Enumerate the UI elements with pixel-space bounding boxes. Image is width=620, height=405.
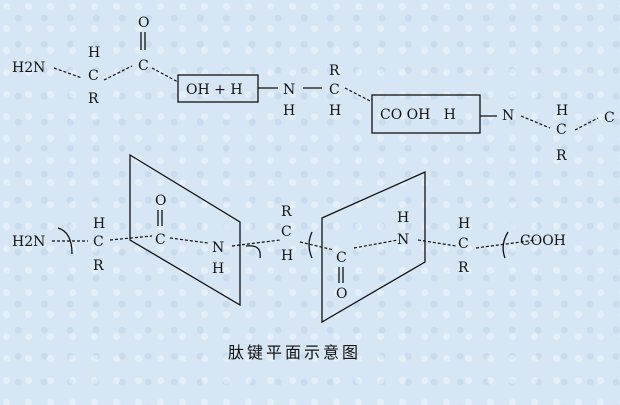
atom: C <box>155 232 166 248</box>
atom: C <box>556 122 567 138</box>
atom: R <box>556 148 567 164</box>
condensation-reaction: H2N H C R O C OH + H N H R C H CO OH H N… <box>12 15 615 164</box>
atom: O <box>138 15 149 31</box>
peptide-plane-right <box>321 170 426 324</box>
atom: C <box>93 234 104 250</box>
atom: N <box>397 232 409 248</box>
water-box <box>371 94 481 134</box>
peptide-plane-left <box>129 153 241 307</box>
rotation-arrow-icon <box>502 231 509 259</box>
atom: H <box>329 103 341 119</box>
atom: H <box>88 45 100 61</box>
atom: N <box>502 108 514 124</box>
atom: H <box>281 248 293 264</box>
atom: H <box>458 216 470 232</box>
box-text: OH + H <box>186 82 243 98</box>
atom: O <box>155 193 166 209</box>
atom: R <box>88 91 99 107</box>
atom: H <box>283 103 295 119</box>
carboxyl-group: COOH <box>520 233 566 249</box>
atom: R <box>329 63 340 79</box>
atom: R <box>93 258 104 274</box>
atom: C <box>604 110 615 126</box>
atom: H <box>212 261 224 277</box>
atom: H <box>397 210 409 226</box>
peptide-plane-schematic: H2N H C R O C N H R C H C O H N H C R CO… <box>12 153 566 324</box>
atom: R <box>458 260 469 276</box>
atom: H <box>93 216 105 232</box>
atom: C <box>88 68 99 84</box>
rotation-arrow-icon <box>245 245 261 259</box>
atom: C <box>281 224 292 240</box>
diagram-caption: 肽键平面示意图 <box>228 343 361 362</box>
amino-group: H2N <box>12 234 45 250</box>
atom: C <box>458 236 469 252</box>
rotation-arrow-icon <box>57 227 73 255</box>
atom: C <box>336 250 347 266</box>
atom: H <box>556 103 568 119</box>
atom: C <box>138 58 149 74</box>
box-text: CO OH H <box>380 107 456 123</box>
atom: N <box>212 240 224 256</box>
atom: C <box>329 82 340 98</box>
atom: O <box>336 286 347 302</box>
rotation-arrow-icon <box>308 231 313 259</box>
atom: N <box>283 82 295 98</box>
amino-group: H2N <box>12 60 45 76</box>
atom: R <box>281 204 292 220</box>
